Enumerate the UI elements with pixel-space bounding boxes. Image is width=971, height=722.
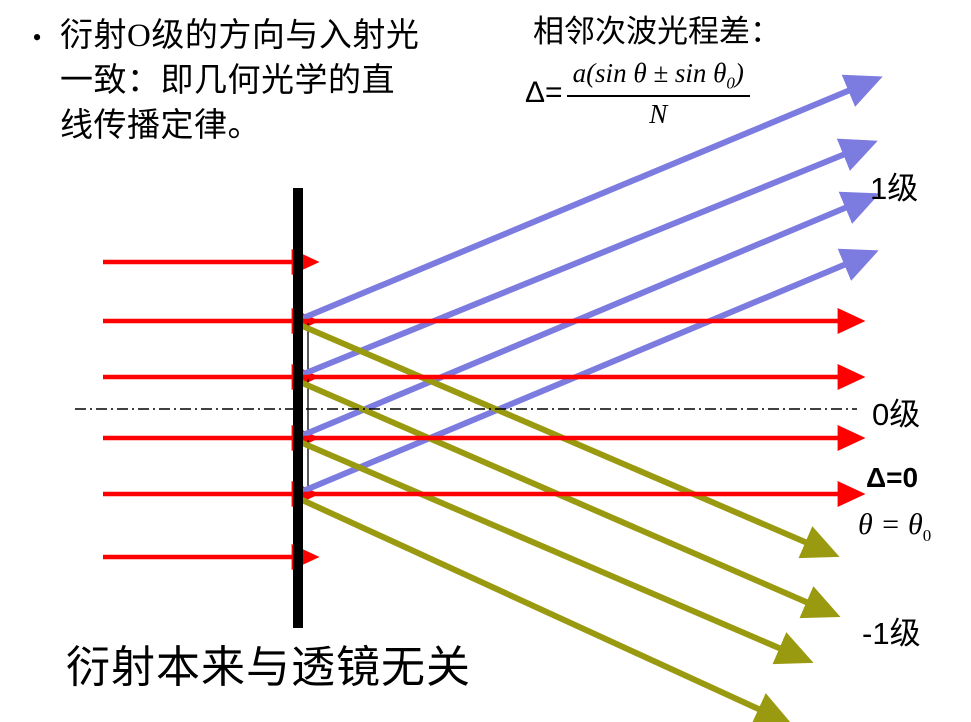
grating-bar-rect [293, 188, 303, 628]
order-minus1-ray [298, 322, 840, 559]
formula-expression: Δ= a(sin θ ± sin θ0) N [515, 58, 845, 130]
formula-denominator: N [649, 99, 668, 130]
path-difference-formula: 相邻次波光程差： Δ= a(sin θ ± sin θ0) N [515, 12, 845, 130]
bullet-paragraph: • 衍射O级的方向与入射光 一致：即几何光学的直 线传播定律。 [14, 14, 494, 149]
formula-numerator-subscript: 0 [726, 73, 735, 93]
label-order-minus-one: -1级 [862, 616, 921, 651]
order-minus1-ray [298, 439, 814, 665]
bullet-marker-icon: • [32, 23, 42, 52]
formula-numerator-main: a(sin θ ± sin θ [572, 58, 727, 88]
formula-title: 相邻次波光程差： [533, 14, 781, 49]
order-plus1-ray [294, 74, 883, 324]
incident-ray-group [103, 248, 320, 571]
formula-numerator-suffix: ) [734, 58, 744, 88]
bullet-body-text: 衍射O级的方向与入射光 一致：即几何光学的直 线传播定律。 [60, 18, 420, 144]
formula-fraction: a(sin θ ± sin θ0) N [566, 58, 750, 130]
order-plus1-ray [294, 138, 878, 380]
label-order-zero: 0级 [872, 397, 921, 432]
slide-caption: 衍射本来与透镜无关 [66, 643, 471, 692]
theta-eq-subscript: 0 [922, 526, 932, 545]
label-theta-equals-theta-zero: θ = θ0 [858, 508, 931, 546]
order-minus1-ray [298, 496, 793, 722]
transmitted-ray-group [300, 307, 866, 508]
label-delta-equals-zero: Δ=0 [866, 462, 919, 493]
theta-eq-prefix: θ = θ [858, 508, 923, 541]
formula-fraction-bar [566, 95, 750, 98]
formula-numerator: a(sin θ ± sin θ0) [567, 58, 750, 95]
grating-bar [293, 188, 303, 628]
formula-left-hand-side: Δ= [525, 76, 563, 110]
label-order-plus-one: 1级 [870, 171, 919, 206]
